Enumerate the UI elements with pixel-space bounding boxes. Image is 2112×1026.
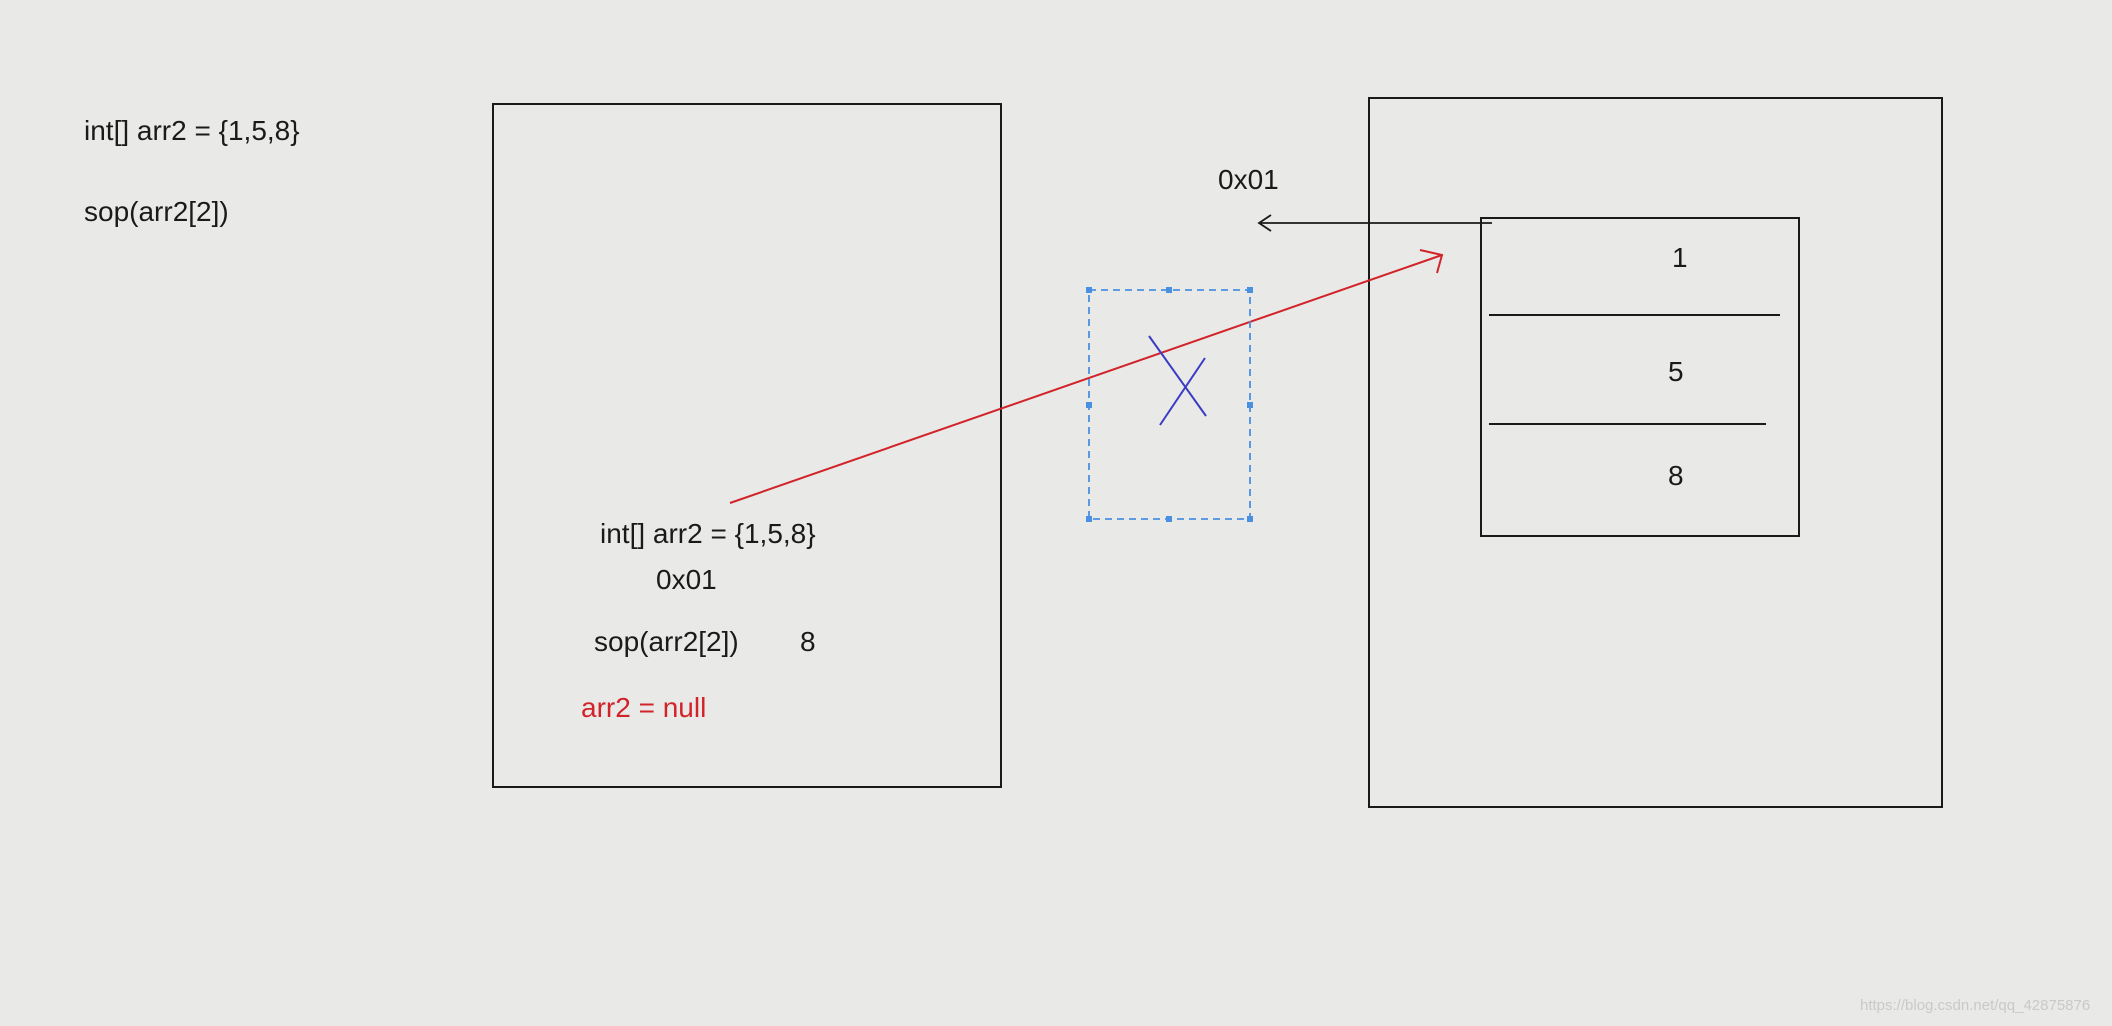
stack-declaration: int[] arr2 = {1,5,8} (600, 518, 816, 549)
heap-address-label: 0x01 (1218, 164, 1279, 195)
array-object-box (1480, 217, 1800, 537)
code-print: sop(arr2[2]) (84, 196, 229, 227)
watermark-text: https://blog.csdn.net/qq_42875876 (1860, 997, 2091, 1014)
address-arrow-head (1257, 214, 1272, 232)
stack-address: 0x01 (656, 564, 717, 595)
stack-print-result: 8 (800, 626, 816, 657)
selection-handles (1086, 287, 1253, 522)
reference-arrow-line (729, 254, 1443, 504)
selection-box[interactable] (1088, 289, 1251, 520)
array-element-2: 8 (1668, 460, 1684, 491)
reference-arrow-head (1419, 249, 1444, 274)
code-declaration: int[] arr2 = {1,5,8} (84, 115, 300, 146)
stack-null-assignment: arr2 = null (581, 692, 707, 723)
cross-mark-stroke-1 (1148, 335, 1207, 417)
stack-print: sop(arr2[2]) (594, 626, 739, 657)
stack-frame (492, 103, 1002, 788)
array-element-0: 1 (1672, 242, 1688, 273)
array-element-1: 5 (1668, 356, 1684, 387)
heap-frame (1368, 97, 1943, 808)
cross-mark-stroke-2 (1159, 357, 1206, 426)
